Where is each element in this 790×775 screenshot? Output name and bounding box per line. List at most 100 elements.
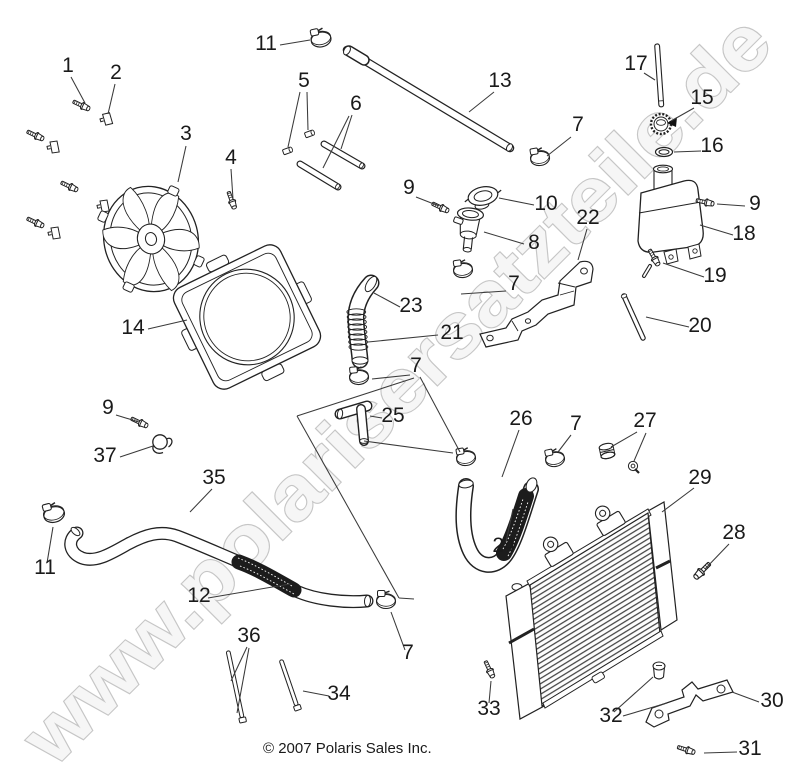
callout-16: 16: [700, 134, 723, 157]
callout-8: 8: [528, 231, 540, 254]
callout-leader-line: [505, 508, 514, 543]
callout-leader-line: [296, 377, 415, 417]
radiator-part-29: [505, 501, 678, 720]
callout-2: 2: [110, 61, 122, 84]
callout-leader-line: [419, 376, 461, 453]
callout-leader-line: [633, 432, 647, 462]
mount-bracket-22: [479, 260, 594, 348]
callout-leader-line: [613, 676, 654, 713]
callout-leader-line: [415, 196, 440, 207]
rubber-bushing-27: [598, 442, 616, 460]
callout-leader-line: [367, 334, 439, 343]
callout-5: 5: [298, 69, 310, 92]
callout-18: 18: [732, 222, 755, 245]
callout-35: 35: [202, 466, 225, 489]
callout-leader-line: [306, 91, 309, 131]
screw-1: [71, 97, 92, 114]
callout-leader-line: [662, 262, 705, 278]
screw-31: [675, 742, 697, 757]
callout-leader-line: [296, 415, 400, 599]
screw: [25, 214, 46, 231]
screw: [59, 178, 80, 195]
callout-leader-line: [189, 488, 213, 513]
callout-29: 29: [688, 466, 711, 489]
callout-leader-line: [398, 597, 415, 600]
callout-19: 19: [703, 264, 726, 287]
callout-leader-line: [115, 414, 140, 423]
callout-leader-line: [373, 292, 401, 308]
callout-leader-line: [716, 203, 746, 207]
clip: [47, 226, 61, 240]
callout-37: 37: [93, 444, 116, 467]
callout-leader-line: [70, 76, 86, 104]
callout-leader-line: [483, 231, 525, 245]
long-hose-35: [64, 526, 374, 609]
spring-clip-37: [152, 434, 173, 454]
mount-bracket-30: [645, 679, 734, 728]
callout-leader-line: [369, 415, 383, 419]
clip-2: [99, 112, 114, 127]
callout-leader-line: [468, 91, 495, 113]
callout-36: 36: [237, 624, 260, 647]
callout-leader-line: [230, 168, 234, 200]
callout-leader-line: [661, 487, 695, 513]
callout-leader-line: [577, 228, 588, 261]
copyright-text: © 2007 Polaris Sales Inc.: [263, 740, 432, 757]
clip: [46, 140, 60, 154]
filler-neck-8: [453, 207, 485, 253]
callout-leader-line: [230, 646, 248, 682]
bolt-34: [279, 659, 302, 712]
tee-fitting-25: [334, 400, 373, 446]
hose-clamp-11: [40, 499, 67, 526]
callout-7: 7: [570, 412, 582, 435]
fan-shroud-part-14: [172, 244, 322, 390]
bolt-36: [225, 650, 247, 724]
callout-leader-line: [460, 290, 507, 295]
fitting-19: [642, 247, 663, 278]
hose-clamp-7: [528, 145, 552, 168]
callout-leader-line: [731, 691, 760, 703]
callout-17: 17: [624, 52, 647, 75]
callout-24: 24: [492, 534, 516, 557]
callout-7: 7: [508, 272, 520, 295]
callout-leader-line: [703, 751, 738, 754]
callout-7: 7: [572, 113, 584, 136]
screw: [25, 127, 46, 144]
callout-9: 9: [102, 396, 114, 419]
callout-34: 34: [327, 682, 351, 705]
coolant-bottle-part-18: [637, 164, 704, 265]
callout-1: 1: [62, 54, 74, 77]
cooling-fan-part-3: [97, 185, 205, 293]
j-hose-24: [455, 477, 539, 573]
callout-leader-line: [119, 445, 154, 458]
callout-leader-line: [236, 647, 250, 714]
callout-28: 28: [722, 521, 745, 544]
bottle-cap-15: [649, 112, 673, 136]
callout-26: 26: [509, 407, 532, 430]
dipstick-rod-17: [654, 43, 665, 108]
screw-33: [481, 659, 498, 680]
callout-20: 20: [688, 314, 711, 337]
callout-leader-line: [340, 114, 353, 150]
hose-clamp-7: [375, 589, 397, 610]
vent-tube-20: [620, 293, 646, 341]
callout-7: 7: [410, 354, 422, 377]
seal-ring-16: [654, 146, 674, 158]
callout-22: 22: [576, 206, 599, 229]
callout-14: 14: [121, 316, 145, 339]
callout-leader-line: [207, 583, 291, 599]
callout-30: 30: [760, 689, 783, 712]
drain-plug-32: [652, 661, 666, 680]
callout-7: 7: [402, 641, 414, 664]
watermark-text: www.polarisersatzteile.de: [5, 0, 787, 775]
steel-tube-13: [342, 45, 515, 153]
callout-25: 25: [381, 404, 404, 427]
callout-11: 11: [255, 32, 277, 55]
callout-9: 9: [749, 192, 761, 215]
callout-leader-line: [557, 434, 572, 453]
callout-15: 15: [690, 86, 713, 109]
callout-leader-line: [371, 374, 411, 380]
